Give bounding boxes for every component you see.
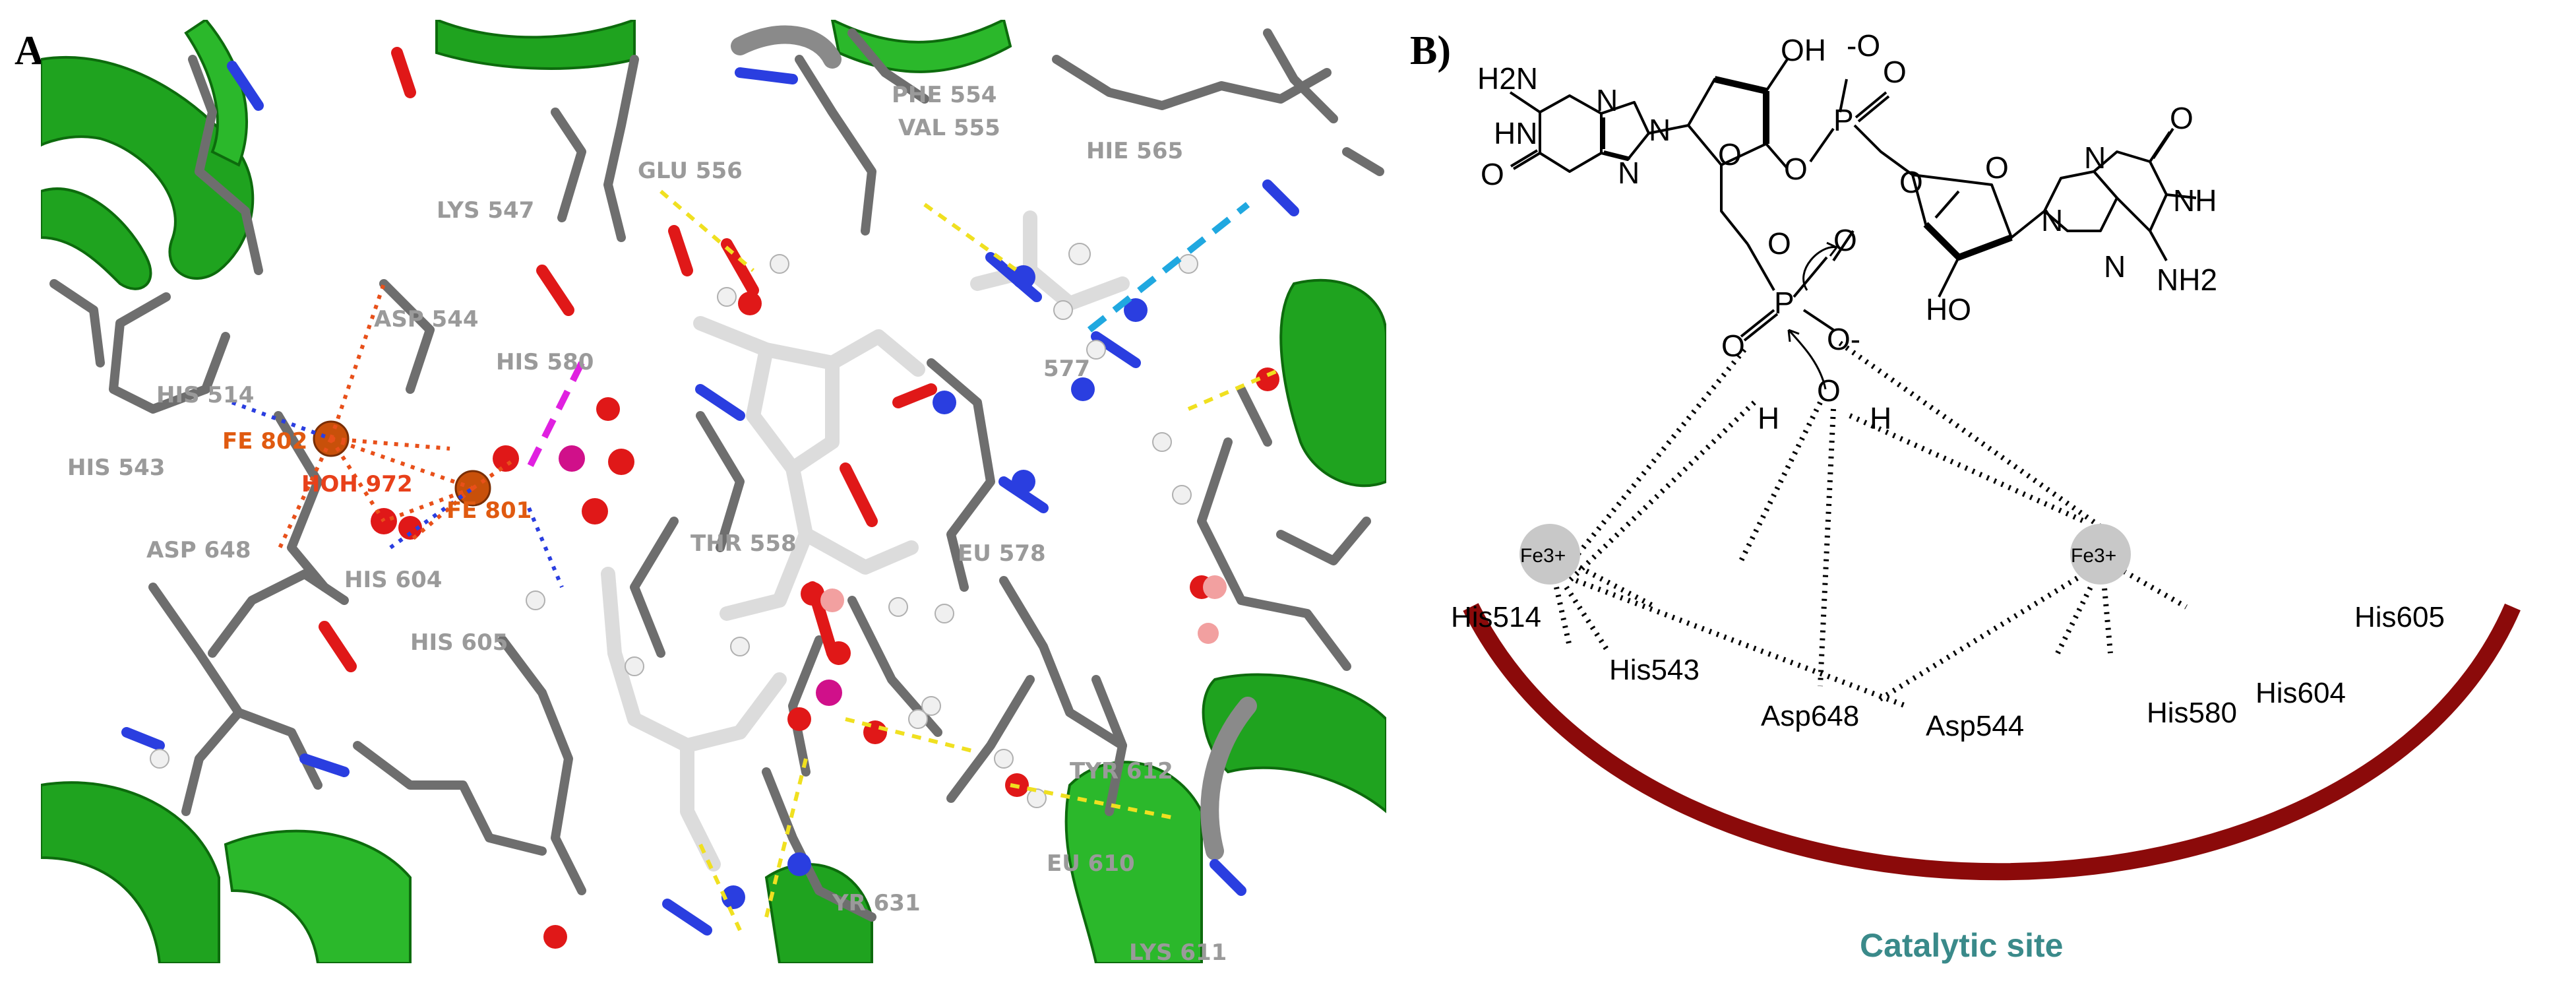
residue-label: His580 [2147,697,2237,729]
residue-label: THR 558 [690,530,797,557]
protein-backbone [731,25,1257,860]
atom-o-p2: O [1833,223,1857,257]
atom-o-double-bottom: O [1721,329,1745,363]
water-hydrogen-right: H [1870,401,1891,435]
residue-label: HIS 543 [67,455,165,481]
residue-label: His543 [1609,654,1700,686]
binding-site-render: PHE 554 VAL 555 HIE 565 GLU 556 LYS 547 … [40,17,1388,966]
atom-n2: N [1618,156,1640,190]
atom-nh: NH [2173,183,2217,218]
atom-n4: N [2041,203,2063,238]
atom-o-keto-left: O [1481,157,1504,191]
atom-p-bottom: P [1774,286,1794,320]
residue-label: HIS 605 [410,629,508,656]
atom-n6: N [2104,249,2126,284]
binding-site-svg: PHE 554 VAL 555 HIE 565 GLU 556 LYS 547 … [40,17,1388,966]
residue-label: His605 [2354,601,2445,633]
hydrogen-bond-lines [659,189,1282,932]
residue-label: EU 578 [958,540,1046,567]
atom-n1: N [1596,83,1618,117]
residue-label: ASP 544 [374,306,479,333]
hoh972-label: HOH 972 [301,471,413,497]
atom-nh2: NH2 [2157,263,2217,297]
atom-n3: N [1649,113,1671,147]
residue-label: ASP 648 [146,537,251,563]
blue-coordination-lines [231,400,564,588]
atom-n5: N [2084,141,2106,175]
water-hydrogen-left: H [1758,401,1779,435]
residue-label: LYS 611 [1129,939,1227,963]
mechanism-arrows [1787,241,1838,390]
fe802-label: FE 802 [222,428,307,455]
phosphate-groups [559,445,842,706]
atom-o-ring-left: O [1718,137,1742,172]
water-molecules [820,575,1227,644]
residue-label: HIS 514 [156,382,254,408]
fe801-label: FE 801 [446,497,532,524]
panel-b-label: B) [1410,28,1451,73]
catalytic-schematic-svg: H2N HN N N N O OH O -O P O O O O N N N N… [1451,28,2521,964]
fe-left-label: Fe3+ [1520,545,1566,567]
catalytic-schematic: H2N HN N N N O OH O -O P O O O O N N N N… [1451,20,2565,970]
pi-interaction-line [1087,202,1250,333]
residue-label: GLU 556 [638,158,743,184]
atom-hn: HN [1494,116,1537,150]
residue-label: Asp544 [1926,710,2024,742]
atom-o-minus-bottom: O- [1827,322,1860,356]
atom-o-double-top: O [1883,55,1907,89]
residue-label: LYS 547 [437,197,534,224]
residue-label: EU 610 [1047,850,1135,877]
atom-o-bridge2: O [1899,165,1923,199]
catalytic-site-label: Catalytic site [1860,927,2063,964]
hydrogen-atoms [150,243,1198,808]
residue-label: Asp648 [1761,700,1859,732]
residue-label: HIS 604 [344,567,442,593]
fe-right-sphere [2070,524,2131,585]
atom-o-p1: O [1767,226,1791,261]
atom-o-keto-right: O [2170,101,2193,135]
ligand-sticks [601,210,1130,872]
atom-ho-bottom: HO [1926,292,1971,327]
fe-left-sphere [1519,524,1580,585]
residue-label: His514 [1451,601,1541,633]
atom-oh-top: OH [1781,33,1826,67]
atom-o-bridge1: O [1784,152,1808,186]
interaction-lines [1554,340,2132,687]
residue-label: HIE 565 [1086,138,1183,164]
residue-label: YR 631 [832,890,921,916]
residue-label: HIS 580 [496,349,594,375]
water-oxygen: O [1817,373,1841,408]
residue-label: VAL 555 [898,115,1000,141]
protein-sidechains [49,28,1384,922]
atom-o-phos-top: -O [1847,28,1880,63]
chemical-bonds [1509,58,2197,342]
protein-helices [40,17,1388,965]
nitrogen-atoms [721,265,1148,909]
residue-label: TYR 612 [1070,758,1173,784]
nitrogen-sticks [121,61,1299,936]
fe-right-label: Fe3+ [2071,545,2116,567]
residue-label: PHE 554 [892,82,997,108]
metal-ligand-lines [1554,565,2188,709]
residue-label: His604 [2255,677,2346,709]
atom-p-top: P [1833,103,1854,137]
atom-o-ring-right: O [1985,150,2009,185]
atom-h2n: H2N [1477,61,1538,96]
catalytic-arc [1463,603,2521,881]
salt-bridge-line [526,361,585,470]
residue-label: 577 [1043,356,1090,382]
